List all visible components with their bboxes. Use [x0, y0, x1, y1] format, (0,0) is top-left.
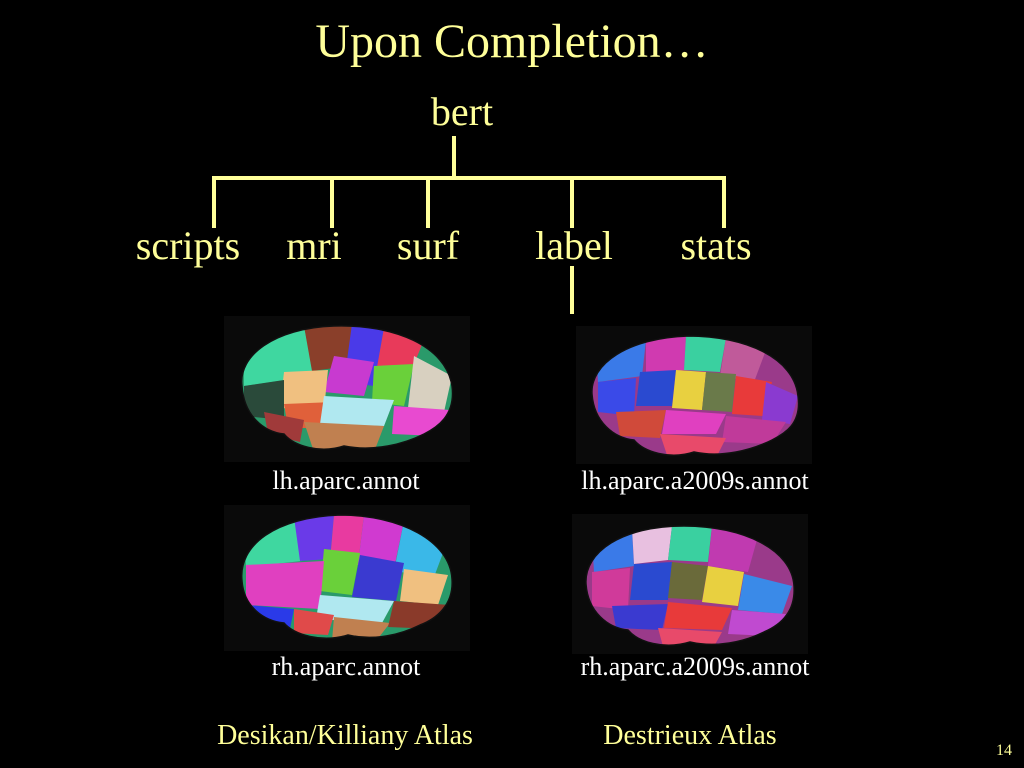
dir-stats: stats — [680, 223, 752, 268]
brain-lh-aparc-drawing — [241, 325, 454, 450]
brain-rh-a2009s-drawing — [585, 525, 795, 646]
dir-surf: surf — [396, 223, 460, 268]
caption-rh-aparc: rh.aparc.annot — [271, 652, 421, 681]
caption-rh-a2009s: rh.aparc.a2009s.annot — [580, 652, 810, 681]
atlas-label-destrieux: Destrieux Atlas — [603, 720, 777, 751]
brain-image-rh-aparc — [224, 505, 470, 651]
caption-lh-a2009s: lh.aparc.a2009s.annot — [581, 466, 809, 495]
tree-root-bert: bert — [430, 89, 494, 134]
brain-image-rh-a2009s — [572, 514, 808, 654]
dir-scripts: scripts — [135, 223, 241, 268]
dir-label: label — [535, 223, 613, 268]
brain-image-lh-a2009s — [576, 326, 812, 464]
slide-title: Upon Completion… — [315, 15, 709, 68]
dir-mri: mri — [286, 223, 342, 268]
page-number: 14 — [996, 742, 1012, 759]
brain-lh-a2009s-drawing — [591, 335, 800, 456]
brain-image-lh-aparc — [224, 316, 470, 462]
brain-rh-aparc-drawing — [241, 514, 453, 639]
caption-lh-aparc: lh.aparc.annot — [272, 466, 420, 495]
atlas-label-desikan: Desikan/Killiany Atlas — [217, 720, 473, 751]
